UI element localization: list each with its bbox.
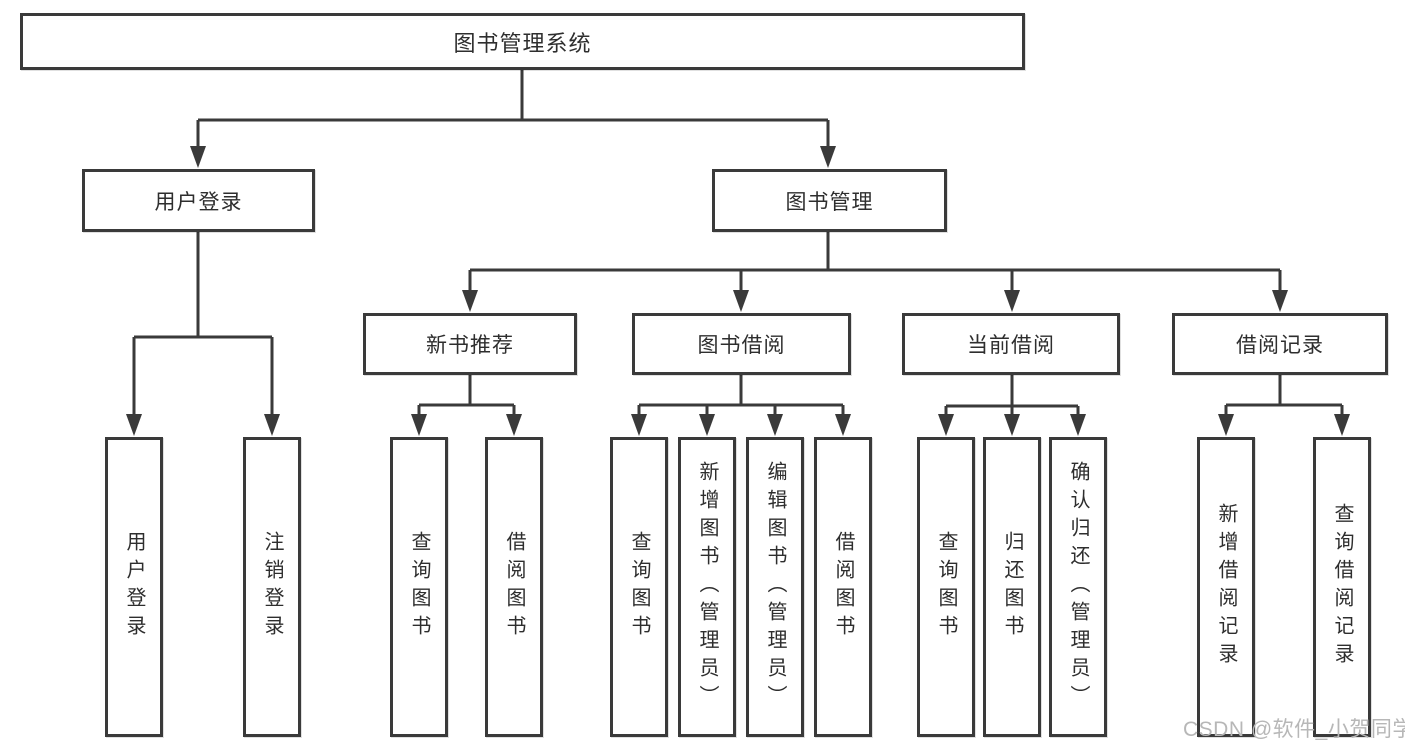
leaf-current-confirm-return-admin: 确认归还（管理员） <box>1049 437 1107 737</box>
leaf-newbooks-query-books: 查询图书 <box>390 437 448 737</box>
leaf-current-return-books: 归还图书 <box>983 437 1041 737</box>
node-current-borrow: 当前借阅 <box>902 313 1120 375</box>
node-user-login: 用户登录 <box>82 169 315 232</box>
leaf-borrow-query-books: 查询图书 <box>610 437 668 737</box>
node-borrow-records: 借阅记录 <box>1172 313 1388 375</box>
node-new-book-recommend: 新书推荐 <box>363 313 577 375</box>
node-root-library-system: 图书管理系统 <box>20 13 1025 70</box>
leaf-records-add-record: 新增借阅记录 <box>1197 437 1255 737</box>
leaf-current-query-books: 查询图书 <box>917 437 975 737</box>
arrow-down-icons <box>126 146 1350 436</box>
leaf-records-query-record: 查询借阅记录 <box>1313 437 1371 737</box>
leaf-borrow-edit-books-admin: 编辑图书（管理员） <box>746 437 804 737</box>
leaf-logout: 注销登录 <box>243 437 301 737</box>
leaf-user-login: 用户登录 <box>105 437 163 737</box>
leaf-borrow-borrow-books: 借阅图书 <box>814 437 872 737</box>
csdn-watermark: CSDN @软件_小贺同学 <box>1183 718 1405 741</box>
node-book-borrow: 图书借阅 <box>632 313 851 375</box>
leaf-borrow-add-books-admin: 新增图书（管理员） <box>678 437 736 737</box>
leaf-newbooks-borrow-books: 借阅图书 <box>485 437 543 737</box>
node-book-management: 图书管理 <box>712 169 947 232</box>
